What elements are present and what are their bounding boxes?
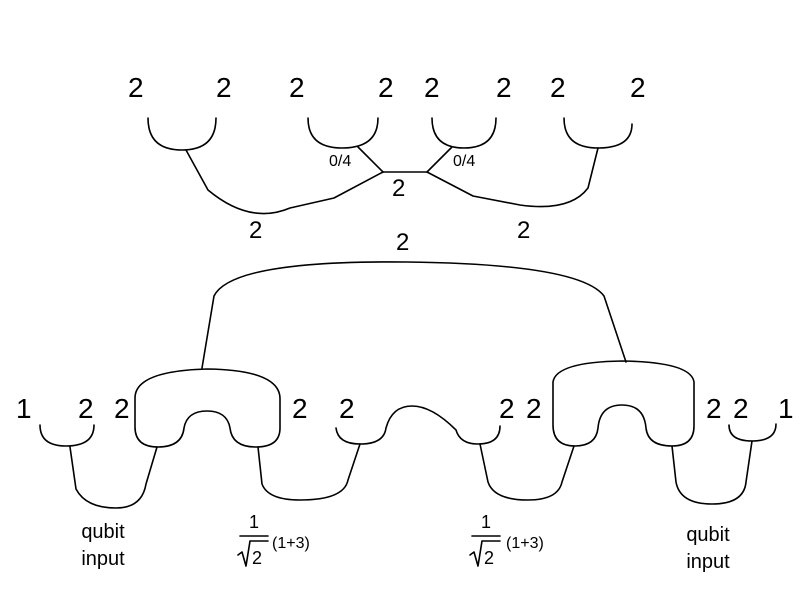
bottom-leaf-label: 2 (733, 393, 749, 424)
top-edge (357, 146, 384, 173)
coefficient: 1 2 (1+3) (469, 512, 544, 568)
coefficient-term: (1+3) (506, 535, 544, 552)
bottom-connector (671, 440, 753, 505)
top-leaf-label: 2 (289, 72, 305, 103)
top-cup (563, 117, 633, 149)
bottom-leaf-label: 2 (78, 393, 94, 424)
bottom-leaf-label: 2 (114, 393, 130, 424)
right-hood (552, 360, 695, 447)
top-cup (431, 117, 497, 149)
bottom-leaf-label: 2 (706, 393, 722, 424)
top-cup (147, 117, 217, 151)
top-edge-label: 2 (392, 175, 405, 202)
top-leaf-label: 2 (216, 72, 232, 103)
bottom-connector (479, 443, 575, 501)
bottom-leaf-label: 1 (16, 393, 32, 424)
sqrt-radicand: 2 (484, 548, 494, 568)
top-leaf-label: 2 (550, 72, 566, 103)
caption-line: qubit (686, 524, 730, 546)
caption-line: qubit (81, 521, 125, 543)
top-edge-label: 2 (249, 217, 262, 244)
sqrt-sign (469, 540, 501, 567)
left-end-cup (39, 424, 95, 447)
coefficient-term: (1+3) (272, 535, 310, 552)
top-leaf-label: 2 (424, 72, 440, 103)
top-cup (307, 117, 379, 149)
caption-line: input (81, 548, 125, 570)
caption-line: input (686, 551, 730, 573)
top-edge (426, 147, 599, 208)
right-end-cup (728, 423, 777, 442)
left-hood (134, 368, 281, 448)
bottom-top-label: 2 (396, 229, 409, 256)
middle-arch (335, 405, 501, 445)
top-leaf-label: 2 (630, 72, 646, 103)
top-network: 2 2 2 2 2 2 2 2 0/4 0/4 2 2 2 (128, 72, 646, 244)
sqrt-sign (237, 540, 269, 567)
top-node-label: 0/4 (329, 153, 351, 170)
bottom-connector (69, 446, 158, 509)
top-leaf-label: 2 (128, 72, 144, 103)
top-node-label: 0/4 (453, 153, 475, 170)
bottom-network: 2 1 2 2 2 2 2 2 2 2 1 qubit input qubit … (16, 229, 794, 573)
sqrt-radicand: 2 (252, 548, 262, 568)
fraction-numerator: 1 (249, 512, 259, 532)
top-edge-label: 2 (517, 217, 530, 244)
coefficient: 1 2 (1+3) (237, 512, 310, 568)
bottom-leaf-label: 2 (339, 393, 355, 424)
bottom-leaf-label: 2 (526, 393, 542, 424)
top-edge (185, 149, 384, 215)
bottom-connector (257, 443, 361, 501)
bottom-leaf-label: 1 (778, 393, 794, 424)
bottom-arch (201, 261, 627, 369)
bottom-leaf-label: 2 (292, 393, 308, 424)
top-leaf-label: 2 (378, 72, 394, 103)
bottom-leaf-label: 2 (499, 393, 515, 424)
top-edge (426, 146, 453, 173)
top-leaf-label: 2 (496, 72, 512, 103)
fraction-numerator: 1 (481, 512, 491, 532)
